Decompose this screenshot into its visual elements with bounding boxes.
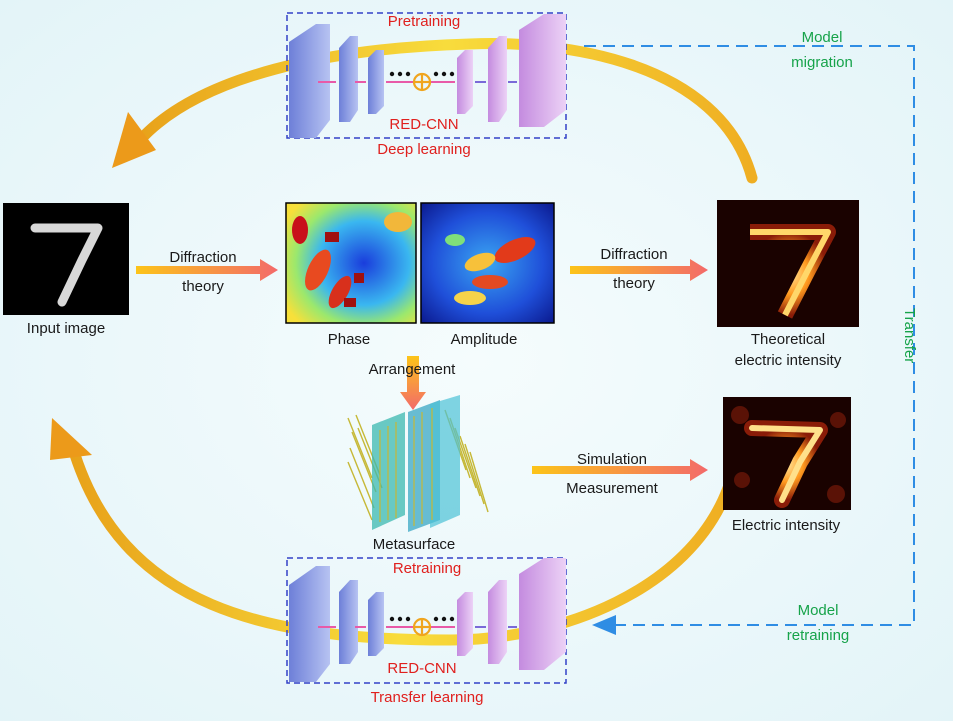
diffraction-theory-2-line1: Diffraction <box>600 246 667 264</box>
theoretical-intensity-map <box>717 200 859 327</box>
transfer-dashed-path <box>584 46 914 625</box>
phase-label: Phase <box>328 331 371 349</box>
phase-map <box>286 203 416 323</box>
diffraction-theory-1-line1: Diffraction <box>169 249 236 267</box>
amplitude-map <box>421 203 554 323</box>
theoretical-label-line1: Theoretical <box>751 331 825 349</box>
diffraction-theory-2-line2: theory <box>613 275 655 293</box>
deep-learning-caption: Deep learning <box>377 141 470 159</box>
measurement-label: Measurement <box>566 480 658 498</box>
retraining-title: Retraining <box>393 560 461 578</box>
diffraction-theory-1-line2: theory <box>182 278 224 296</box>
simulation-label: Simulation <box>577 451 647 469</box>
arrangement-label: Arrangement <box>369 361 456 379</box>
transfer-label: Transfer <box>900 308 918 363</box>
amplitude-label: Amplitude <box>451 331 518 349</box>
input-image <box>3 203 129 315</box>
electric-intensity-label: Electric intensity <box>732 517 840 535</box>
model-migration-line2: migration <box>791 54 853 72</box>
metasurface-label: Metasurface <box>373 536 456 554</box>
transfer-learning-caption: Transfer learning <box>371 689 484 707</box>
bottom-cycle-arrowhead <box>50 418 92 460</box>
electric-intensity-map <box>723 397 851 510</box>
theoretical-label-line2: electric intensity <box>735 352 842 370</box>
top-red-cnn-label: RED-CNN <box>389 116 458 134</box>
model-retraining-line1: Model <box>798 602 839 620</box>
model-migration-line1: Model <box>802 29 843 47</box>
input-image-label: Input image <box>27 320 105 338</box>
model-retraining-line2: retraining <box>787 627 850 645</box>
metasurface <box>348 395 488 532</box>
transfer-arrowhead <box>592 615 616 635</box>
top-cycle-arrowhead <box>112 112 156 168</box>
pretraining-title: Pretraining <box>388 13 461 31</box>
bottom-red-cnn-label: RED-CNN <box>387 660 456 678</box>
